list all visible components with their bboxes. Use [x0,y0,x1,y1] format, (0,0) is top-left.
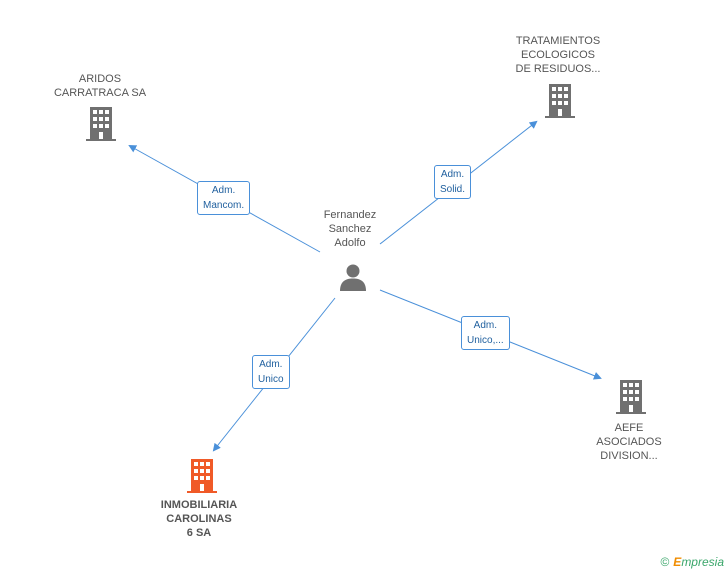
company-aridos-label[interactable]: ARIDOS CARRATRACA SA [53,73,147,99]
brand-initial: E [673,555,682,569]
company-aefe-label[interactable]: AEFE ASOCIADOS DIVISION... [596,422,662,462]
building-icon[interactable] [545,84,575,118]
relation-label-aefe[interactable]: Adm. Unico,... [461,316,510,350]
relation-label-aridos[interactable]: Adm. Mancom. [197,181,251,215]
company-inmobiliaria-label[interactable]: INMOBILIARIA CAROLINAS 6 SA [160,499,238,539]
building-icon[interactable] [187,459,217,493]
relation-label-inmobiliaria[interactable]: Adm. Unico [252,355,290,389]
brand-name: mpresia [681,555,724,569]
company-tratamientos-label[interactable]: TRATAMIENTOS ECOLOGICOS DE RESIDUOS... [515,35,601,75]
building-icon[interactable] [86,107,116,141]
person-icon[interactable] [338,262,368,292]
relation-label-tratamientos[interactable]: Adm. Solid. [434,165,472,199]
brand-logo[interactable]: ©Empresia [660,555,724,569]
copyright-icon: © [660,555,670,569]
person-name[interactable]: Fernandez Sanchez Adolfo [323,209,377,249]
building-icon[interactable] [616,380,646,414]
